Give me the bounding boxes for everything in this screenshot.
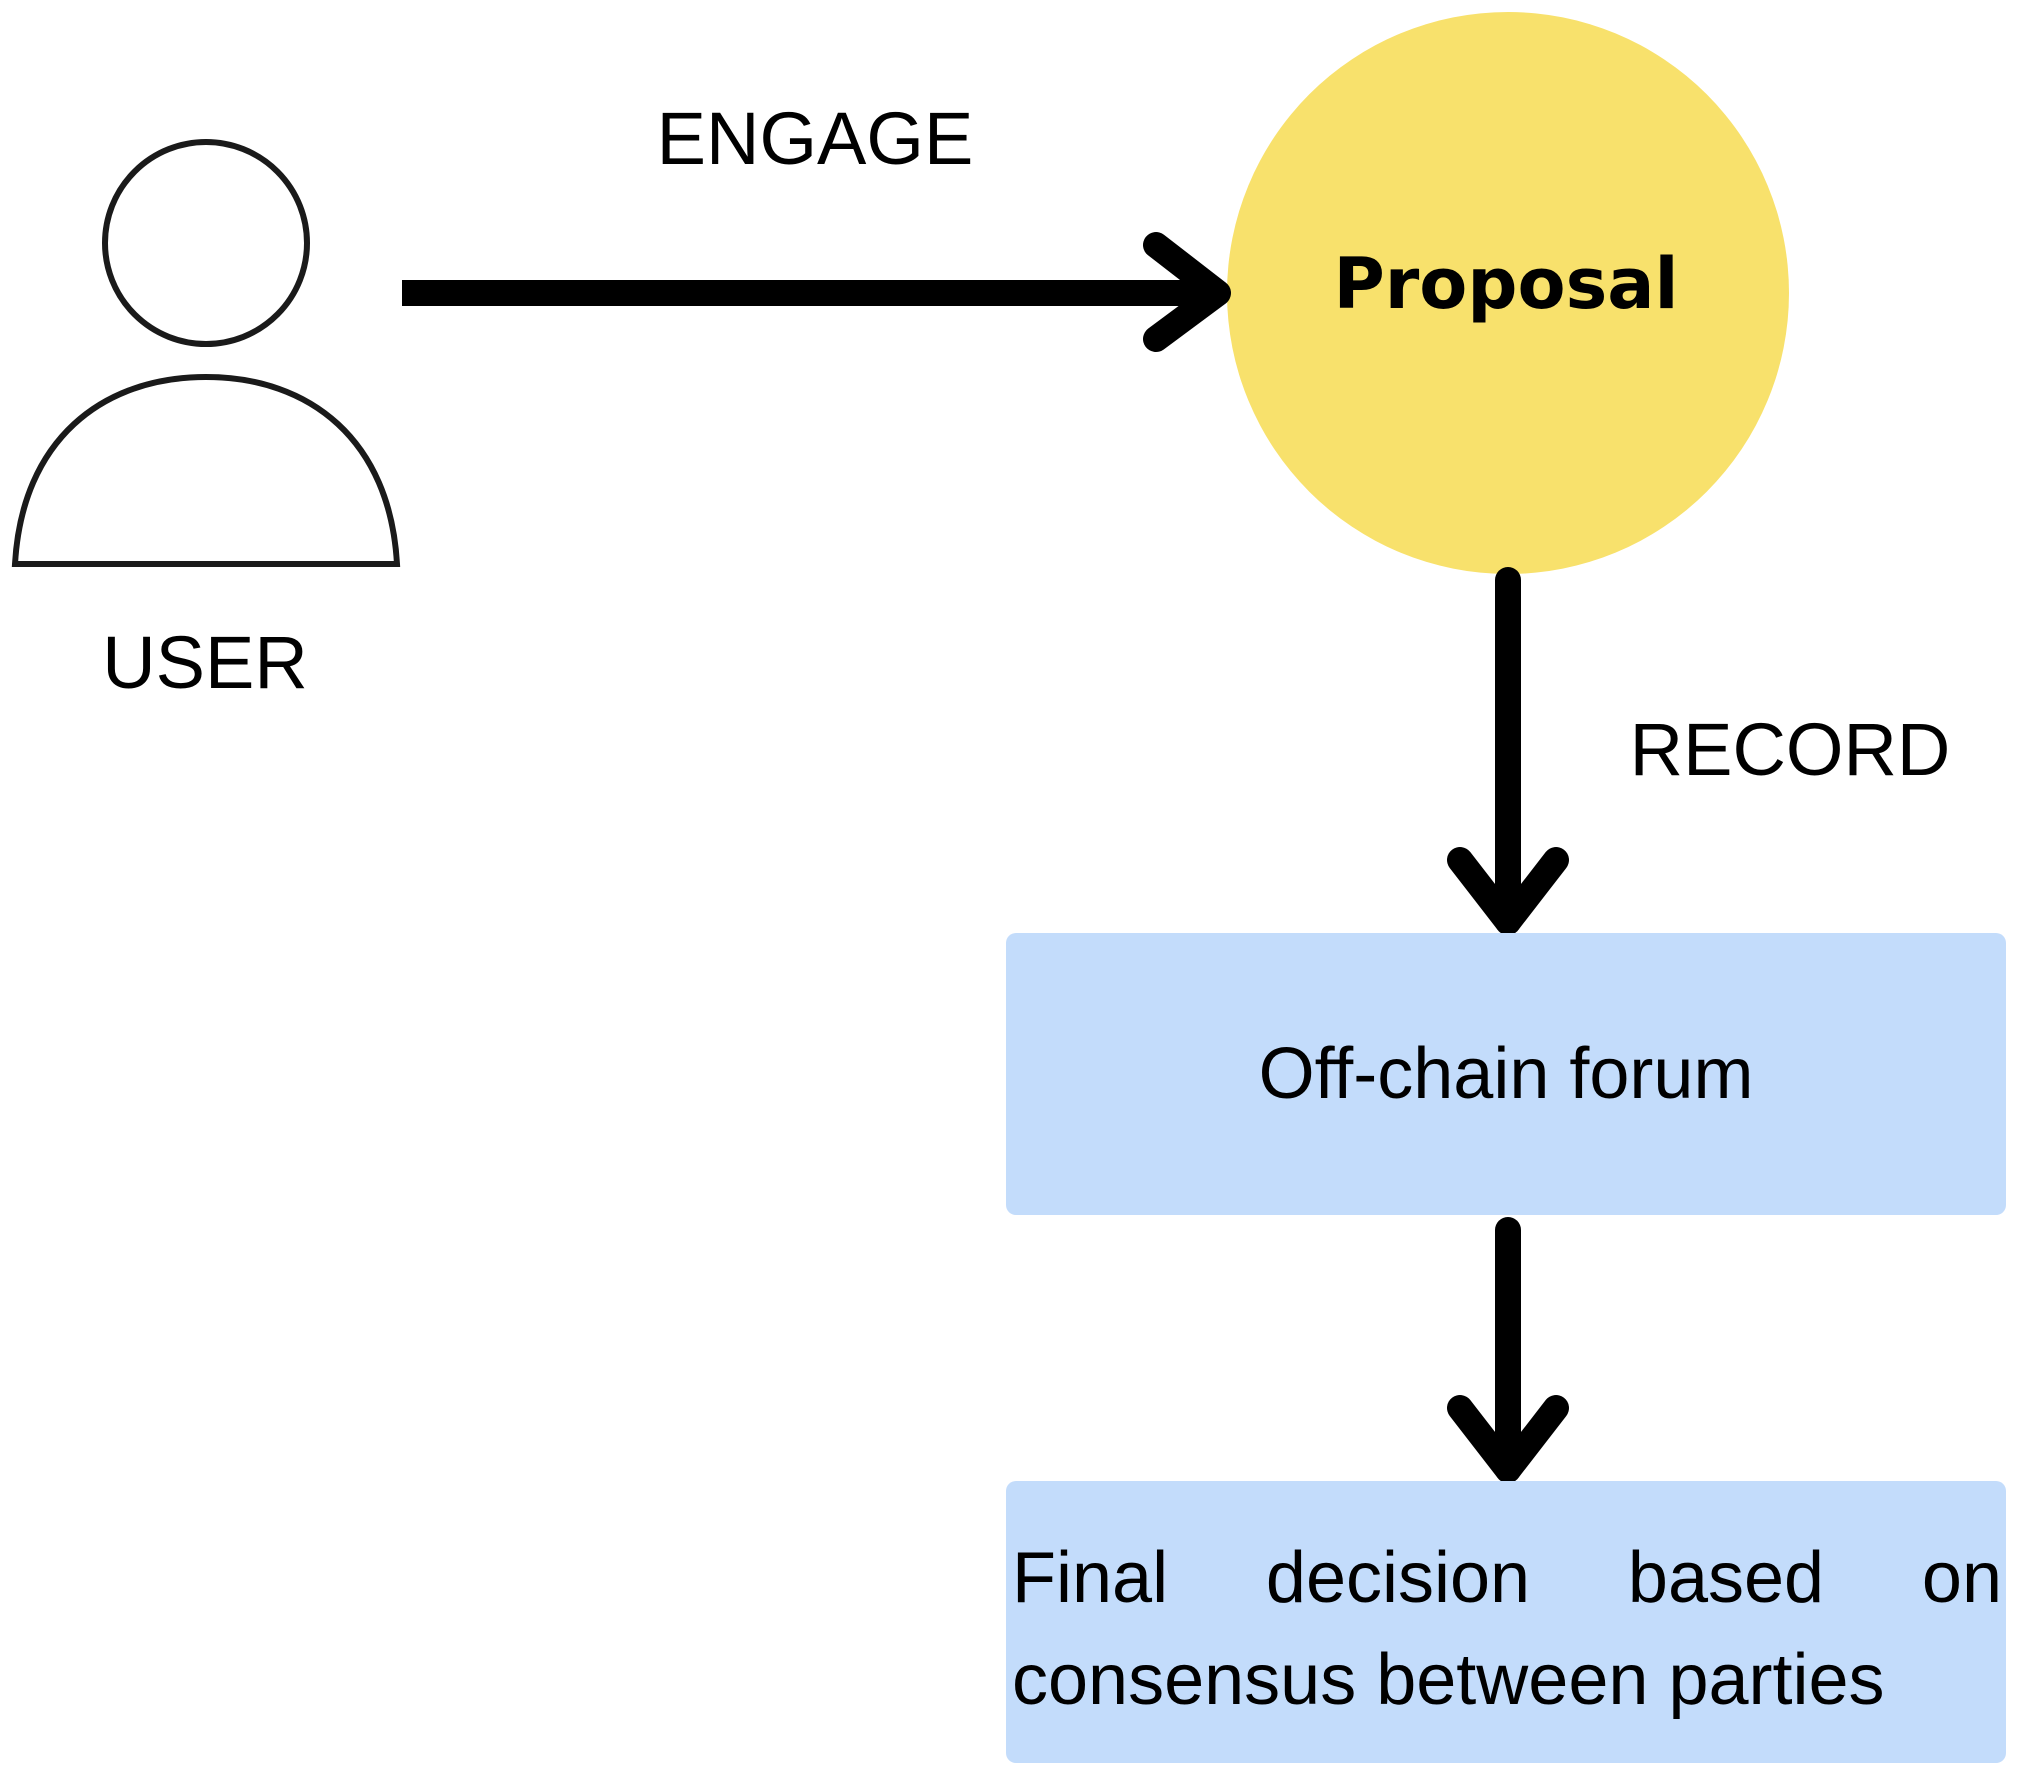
proposal-node-label: Proposal	[1333, 243, 1679, 325]
record-arrowhead	[1447, 847, 1569, 935]
engage-arrowhead	[1143, 232, 1231, 352]
engage-edge-label: ENGAGE	[656, 97, 974, 180]
engage-arrow	[402, 232, 1231, 352]
conclude-arrowhead	[1447, 1395, 1569, 1483]
decision-node-label: Final decision based on consensus betwee…	[1012, 1538, 2002, 1720]
conclude-arrow	[1447, 1217, 1569, 1483]
forum-node: Off-chain forum	[1006, 933, 2006, 1215]
user-head-shape	[102, 139, 310, 347]
proposal-node-shape	[1227, 12, 1789, 574]
record-arrow	[1447, 567, 1569, 935]
forum-node-label: Off-chain forum	[1258, 1034, 1754, 1114]
user-silhouette-icon	[11, 139, 401, 567]
user-body-shape	[11, 373, 401, 567]
decision-node: Final decision based on consensus betwee…	[1006, 1481, 2006, 1763]
user-node-label: USER	[102, 621, 308, 704]
record-edge-label: RECORD	[1629, 708, 1951, 791]
